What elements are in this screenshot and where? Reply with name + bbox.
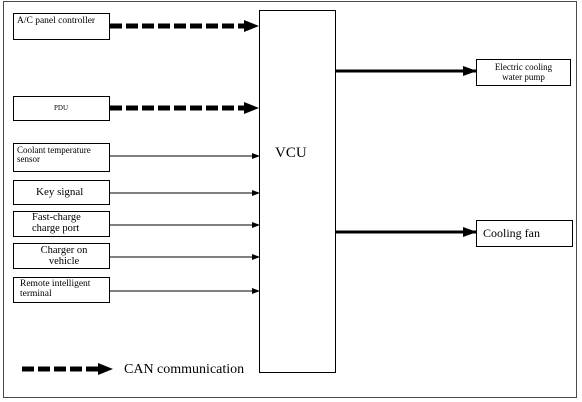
- input-box-key-signal: Key signal: [13, 180, 110, 205]
- can-link-pdu-arrowhead: [244, 102, 259, 114]
- output-label-pump: Electric cooling water pump: [494, 62, 553, 82]
- input-label-pdu: PDU: [54, 103, 69, 112]
- input-box-remote-intelligent-terminal: Remote intelligent terminal: [13, 277, 110, 303]
- output-box-electric-cooling-water-pump: Electric cooling water pump: [476, 59, 571, 86]
- vcu-label: VCU: [275, 145, 307, 161]
- diagram-frame: [3, 1, 577, 398]
- input-box-charger-on-vehicle: Charger on vehicle: [13, 243, 110, 269]
- input-box-pdu: PDU: [13, 96, 110, 121]
- can-link-ac-arrowhead: [244, 20, 259, 32]
- input-label-remote: Remote intelligent terminal: [20, 279, 91, 299]
- input-label-fastcharge: Fast-charge charge port: [32, 212, 81, 235]
- input-label-charger: Charger on vehicle: [40, 245, 88, 268]
- vcu-block: [259, 10, 336, 373]
- output-box-cooling-fan: Cooling fan: [476, 220, 573, 247]
- input-box-fast-charge-port: Fast-charge charge port: [13, 211, 110, 237]
- legend-label: CAN communication: [124, 362, 245, 377]
- input-label-ac: A/C panel controller: [17, 16, 96, 26]
- input-box-coolant-temperature-sensor: Coolant temperature sensor: [13, 143, 110, 172]
- output-label-fan: Cooling fan: [483, 226, 540, 241]
- input-label-key: Key signal: [36, 185, 84, 198]
- input-box-ac-panel-controller: A/C panel controller: [13, 13, 110, 40]
- legend-can-sample-arrowhead: [98, 363, 113, 375]
- input-label-coolant: Coolant temperature sensor: [17, 145, 91, 165]
